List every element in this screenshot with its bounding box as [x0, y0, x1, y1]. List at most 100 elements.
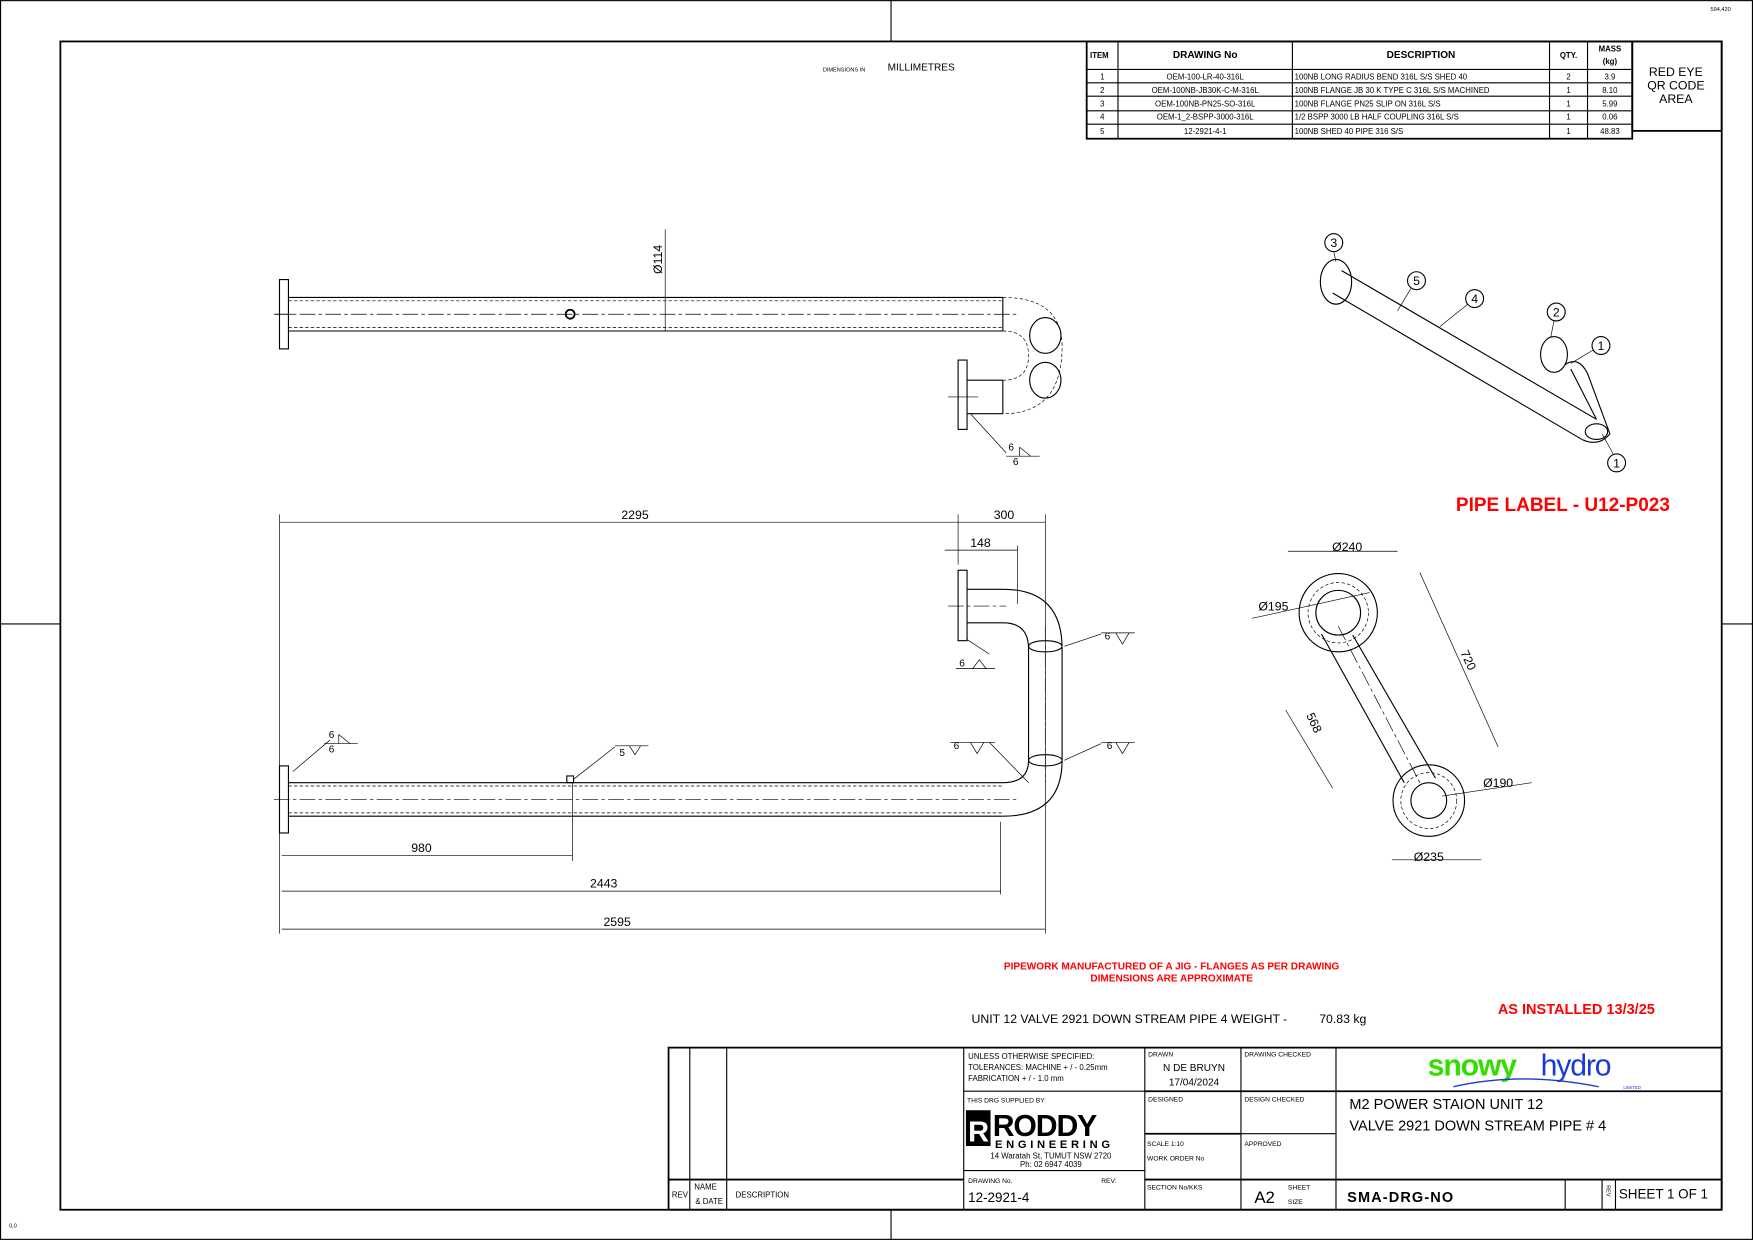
dim-dia-240: Ø240	[1332, 540, 1362, 554]
weld-symbol: 6	[329, 744, 335, 755]
date-header: & DATE	[695, 1197, 723, 1206]
description-header: DESCRIPTION	[736, 1190, 789, 1199]
bom-qty: 1	[1566, 127, 1570, 136]
svg-text:R: R	[968, 1117, 989, 1149]
bom-qty: 1	[1566, 99, 1570, 108]
roddy-logo: R RODDY ENGINEERING	[965, 1110, 1110, 1151]
sheet-number: SHEET 1 OF 1	[1619, 1187, 1708, 1202]
bom-drawing: OEM-100NB-JB30K-C-M-316L	[1152, 86, 1260, 95]
bom-row: 4 OEM-1_2-BSPP-3000-316L 1/2 BSPP 3000 L…	[1100, 113, 1617, 122]
weld-symbol: 6	[1105, 632, 1111, 643]
half-coupling-icon	[564, 308, 576, 320]
drawing-title-line1: M2 POWER STAION UNIT 12	[1349, 1097, 1543, 1113]
bom-qty: 2	[1566, 72, 1570, 81]
balloon-label: 1	[1598, 339, 1605, 353]
balloon: 2	[1546, 302, 1566, 338]
weld-symbol: 6	[954, 741, 960, 752]
sheet-size-label: SHEET	[1288, 1185, 1310, 1192]
bom-item: 3	[1100, 99, 1104, 108]
balloon-label: 4	[1471, 292, 1478, 306]
dim-2595: 2595	[603, 915, 630, 929]
plan-view: Ø114 6 6	[273, 229, 1063, 468]
approved-label: APPROVED	[1244, 1141, 1281, 1148]
dim-dia-235: Ø235	[1414, 850, 1444, 864]
bom-drawing: OEM-100NB-PN25-SO-316L	[1155, 99, 1256, 108]
supplier-name: RODDY	[993, 1110, 1097, 1143]
weight-label: UNIT 12 VALVE 2921 DOWN STREAM PIPE 4 WE…	[972, 1012, 1288, 1026]
drawn-by: N DE BRUYN	[1163, 1063, 1225, 1074]
supplier-address: 14 Waratah St, TUMUT NSW 2720	[990, 1151, 1112, 1160]
sheet-size: A2	[1254, 1188, 1275, 1207]
bom-description: 100NB FLANGE PN25 SLIP ON 316L S/S	[1295, 99, 1441, 108]
tolerance-note: FABRICATION + / - 1.0 mm	[968, 1074, 1064, 1083]
elevation-view: 2295 300 148 980 2443 2595 6 6 6 6 6 6 5	[273, 508, 1135, 934]
qr-area-label: RED EYE	[1649, 65, 1703, 79]
balloon-label: 3	[1330, 236, 1337, 250]
rev-header: REV	[672, 1190, 689, 1199]
bom-description: 100NB FLANGE JB 30 K TYPE C 316L S/S MAC…	[1295, 86, 1490, 95]
tolerance-note: TOLERANCES: MACHINE + / - 0.25mm	[968, 1063, 1107, 1072]
bom-qty: 1	[1566, 86, 1570, 95]
title-block: REV NAME & DATE DESCRIPTION UNLESS OTHER…	[667, 1046, 1723, 1211]
bom-row: 3 OEM-100NB-PN25-SO-316L 100NB FLANGE PN…	[1100, 99, 1617, 108]
scale-label: SCALE 1:10	[1147, 1141, 1184, 1148]
weld-symbol: 6	[1107, 741, 1113, 752]
bom-item: 4	[1100, 113, 1105, 122]
supplied-by-label: THIS DRG SUPPLIED BY	[967, 1097, 1045, 1104]
document-number: SMA-DRG-NO	[1347, 1190, 1454, 1206]
bom-item: 2	[1100, 86, 1104, 95]
bom-header-description: DESCRIPTION	[1387, 50, 1456, 61]
balloon: 1	[1570, 336, 1611, 364]
bom-drawing: OEM-1_2-BSPP-3000-316L	[1157, 113, 1254, 122]
bom-header-qty: QTY.	[1560, 51, 1577, 60]
dim-dia-114: Ø114	[651, 245, 665, 274]
dim-148: 148	[970, 536, 991, 550]
rev-letters: REV	[1605, 1185, 1611, 1197]
qr-area-label: QR CODE	[1647, 79, 1704, 93]
section-label: SECTION No/KKS	[1147, 1185, 1203, 1192]
design-checked-label: DESIGN CHECKED	[1244, 1096, 1304, 1103]
snowy-hydro-logo: snowy hydro LIMITED	[1428, 1050, 1642, 1090]
bom-mass: 48.83	[1600, 127, 1620, 136]
flange-end-view: Ø240 Ø195 720 568 Ø190 Ø235	[1252, 540, 1532, 864]
bom-description: 100NB SHED 40 PIPE 316 S/S	[1295, 127, 1404, 136]
drawn-label: DRAWN	[1148, 1052, 1173, 1059]
bill-of-materials: ITEM DRAWING No DESCRIPTION QTY. MASS (k…	[1085, 40, 1634, 140]
logo-limited: LIMITED	[1623, 1085, 1641, 1090]
logo-snowy: snowy	[1428, 1050, 1518, 1083]
balloon: 3	[1324, 233, 1344, 262]
bom-header-item: ITEM	[1090, 51, 1109, 60]
dim-980: 980	[411, 841, 432, 855]
as-installed-note: AS INSTALLED 13/3/25	[1498, 1002, 1655, 1018]
bom-mass: 8.10	[1602, 86, 1618, 95]
bom-drawing: 12-2921-4-1	[1184, 127, 1227, 136]
balloon-label: 1	[1613, 456, 1620, 470]
jig-note: PIPEWORK MANUFACTURED OF A JIG - FLANGES…	[1004, 961, 1340, 972]
weld-callouts: 6 6 6 6 6 6 5	[292, 632, 1135, 783]
bom-mass: 3.9	[1604, 72, 1615, 81]
drawing-checked-label: DRAWING CHECKED	[1244, 1052, 1311, 1059]
units-value: MILLIMETRES	[888, 63, 955, 74]
bom-mass: 0.06	[1602, 113, 1617, 122]
bom-mass: 5.99	[1602, 99, 1617, 108]
bom-drawing: OEM-100-LR-40-316L	[1167, 72, 1245, 81]
balloon-label: 2	[1553, 305, 1560, 319]
weight-value: 70.83 kg	[1319, 1012, 1366, 1026]
designed-label: DESIGNED	[1148, 1096, 1183, 1103]
dim-300: 300	[994, 508, 1015, 522]
dimension-lines	[279, 514, 1046, 934]
bom-row: 1 OEM-100-LR-40-316L 100NB LONG RADIUS B…	[1100, 72, 1615, 81]
weld-symbol: 6	[959, 658, 965, 669]
drawn-date: 17/04/2024	[1169, 1078, 1220, 1089]
qr-area-label: AREA	[1659, 92, 1693, 106]
origin-label: 0,0	[9, 1224, 17, 1230]
dim-2295: 2295	[621, 508, 648, 522]
jig-note: DIMENSIONS ARE APPROXIMATE	[1090, 974, 1253, 985]
tolerance-note: UNLESS OTHERWISE SPECIFIED:	[968, 1052, 1094, 1061]
balloon: 4	[1439, 289, 1485, 327]
weld-symbol: 6	[329, 730, 335, 741]
dim-568: 568	[1303, 711, 1324, 736]
bom-header-mass: MASS	[1599, 45, 1622, 54]
qr-code-area: RED EYE QR CODE AREA	[1631, 40, 1723, 132]
